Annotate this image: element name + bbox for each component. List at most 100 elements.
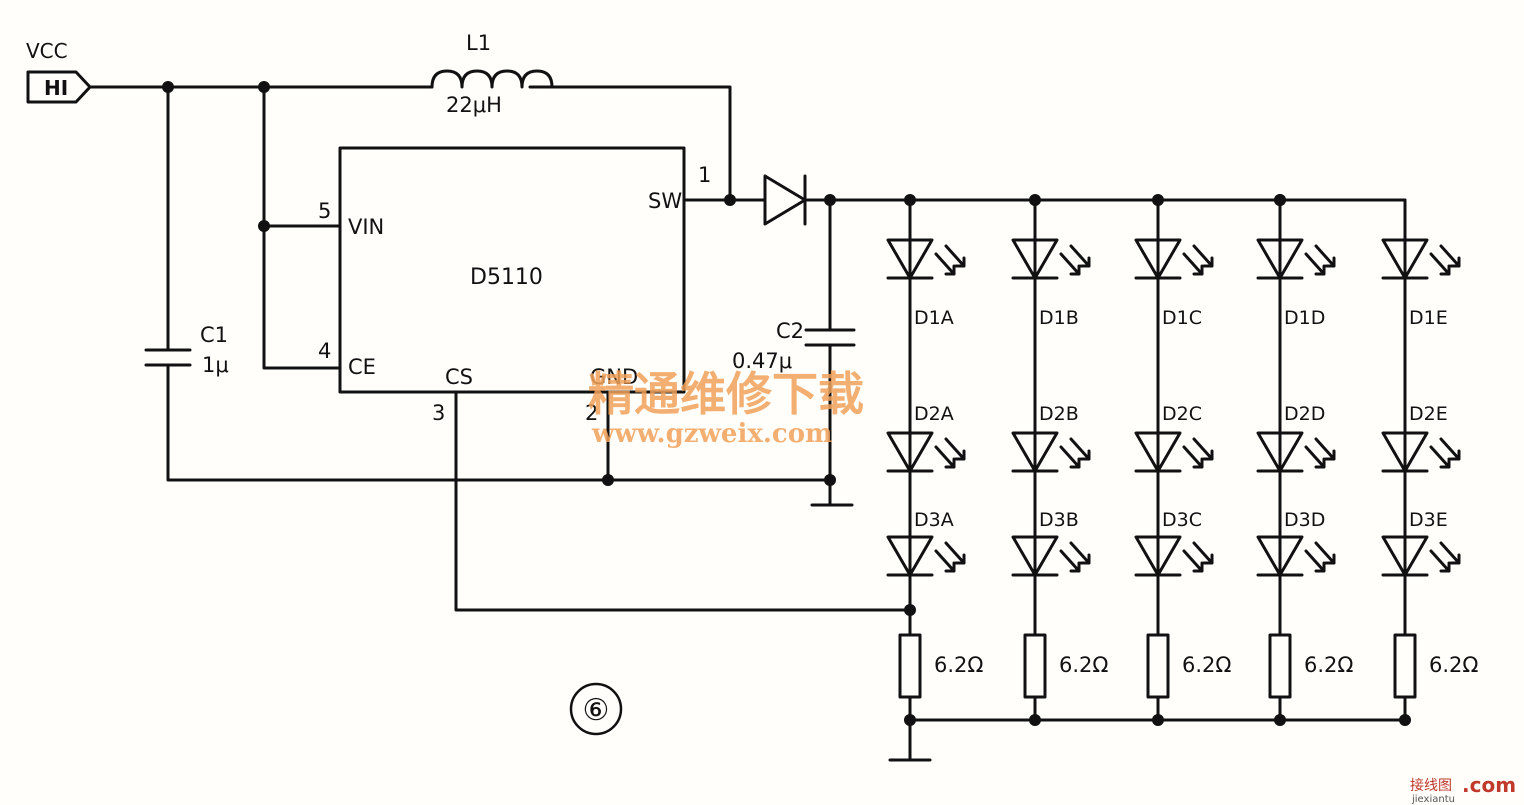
- junction-dot: [258, 220, 270, 232]
- junction-dot: [1274, 714, 1286, 726]
- led-symbol: [886, 238, 934, 280]
- light-arrow: [1182, 445, 1204, 469]
- led-label: D2D: [1284, 403, 1325, 425]
- vcc-port-flag: [26, 70, 92, 104]
- current-sense-resistor: [1393, 633, 1417, 699]
- light-arrow: [934, 445, 956, 469]
- pin-sw-name: SW: [648, 189, 682, 213]
- c2-ref: C2: [776, 319, 804, 343]
- inductor-value: 22μH: [446, 93, 502, 117]
- led-symbol: [1134, 238, 1182, 280]
- pin-ce-name: CE: [348, 355, 376, 379]
- led-label: D1C: [1162, 307, 1202, 329]
- resistor-value: 6.2Ω: [934, 653, 983, 677]
- led-symbol: [1256, 238, 1304, 280]
- inductor-to-sw-wire: [528, 85, 732, 202]
- led-symbol: [886, 431, 934, 473]
- led-symbol: [1256, 535, 1304, 577]
- pin-gnd-number: 2: [585, 401, 598, 425]
- corner-com-mark: .com: [1462, 773, 1516, 797]
- pin-vin-name: VIN: [348, 215, 384, 239]
- led-label: D2E: [1409, 403, 1448, 425]
- resistor-value: 6.2Ω: [1059, 653, 1108, 677]
- led-symbol: [1134, 431, 1182, 473]
- light-arrow: [1182, 252, 1204, 276]
- light-arrow: [1059, 549, 1081, 573]
- light-arrow: [944, 244, 966, 268]
- junction-dot: [602, 474, 614, 486]
- junction-dot: [258, 81, 270, 93]
- corner-site-mark: 接线图: [1410, 777, 1452, 794]
- led-label: D3E: [1409, 509, 1448, 531]
- light-arrow: [934, 549, 956, 573]
- led-symbol: [1011, 238, 1059, 280]
- led-label: D2C: [1162, 403, 1202, 425]
- light-arrow: [1314, 437, 1336, 461]
- junction-dot: [1029, 714, 1041, 726]
- junction-dot: [162, 81, 174, 93]
- ic-name: D5110: [470, 265, 543, 290]
- junction-dot: [1152, 714, 1164, 726]
- light-arrow: [1192, 437, 1214, 461]
- light-arrow: [944, 541, 966, 565]
- led-symbol: [886, 535, 934, 577]
- current-sense-resistor: [898, 633, 922, 699]
- resistor-value: 6.2Ω: [1182, 653, 1231, 677]
- light-arrow: [1059, 252, 1081, 276]
- junction-dot: [724, 194, 736, 206]
- pin-cs-name: CS: [445, 365, 473, 389]
- vcc-label: VCC: [26, 39, 68, 63]
- junction-dot: [824, 474, 836, 486]
- pin-ce-number: 4: [318, 339, 331, 363]
- led-label: D3D: [1284, 509, 1325, 531]
- led-label: D1D: [1284, 307, 1325, 329]
- junction-dot: [824, 194, 836, 206]
- watermark-title: 精通维修下载: [588, 367, 864, 421]
- current-sense-resistor: [1023, 633, 1047, 699]
- junction-dot: [1399, 714, 1411, 726]
- light-arrow: [1304, 445, 1326, 469]
- led-symbol: [1381, 535, 1429, 577]
- led-label: D2A: [914, 403, 954, 425]
- capacitor-c2: [804, 328, 856, 347]
- watermark-url: www.gzweix.com: [591, 419, 833, 449]
- led-label: D1E: [1409, 307, 1448, 329]
- pin-gnd-name: GND: [590, 365, 638, 389]
- light-arrow: [1069, 244, 1091, 268]
- light-arrow: [1192, 244, 1214, 268]
- light-arrow: [934, 252, 956, 276]
- light-arrow: [944, 437, 966, 461]
- light-arrow: [1182, 549, 1204, 573]
- inductor-l1: [430, 69, 554, 89]
- pin-sw-number: 1: [698, 163, 711, 187]
- led-label: D3A: [914, 509, 954, 531]
- light-arrow: [1192, 541, 1214, 565]
- corner-url-mark: jiexiantu: [1411, 794, 1455, 805]
- led-symbol: [1256, 431, 1304, 473]
- led-symbol: [1381, 238, 1429, 280]
- led-label: D2B: [1039, 403, 1079, 425]
- led-symbol: [1011, 431, 1059, 473]
- led-label: D3B: [1039, 509, 1079, 531]
- junction-dot: [904, 714, 916, 726]
- light-arrow: [1059, 445, 1081, 469]
- led-label: D1A: [914, 307, 954, 329]
- light-arrow: [1429, 252, 1451, 276]
- pin-vin-number: 5: [318, 199, 331, 223]
- light-arrow: [1069, 541, 1091, 565]
- light-arrow: [1429, 445, 1451, 469]
- current-sense-resistor: [1146, 633, 1170, 699]
- vin-ce-wire: [262, 85, 342, 370]
- light-arrow: [1439, 437, 1461, 461]
- resistor-value: 6.2Ω: [1429, 653, 1478, 677]
- junction-dot: [1274, 194, 1286, 206]
- current-sense-resistor: [1268, 633, 1292, 699]
- ic-body: [338, 146, 686, 394]
- c1-ref: C1: [200, 323, 228, 347]
- resistor-value: 6.2Ω: [1304, 653, 1353, 677]
- light-arrow: [1069, 437, 1091, 461]
- schottky-diode: [763, 174, 807, 226]
- led-label: D1B: [1039, 307, 1079, 329]
- light-arrow: [1304, 549, 1326, 573]
- light-arrow: [1439, 244, 1461, 268]
